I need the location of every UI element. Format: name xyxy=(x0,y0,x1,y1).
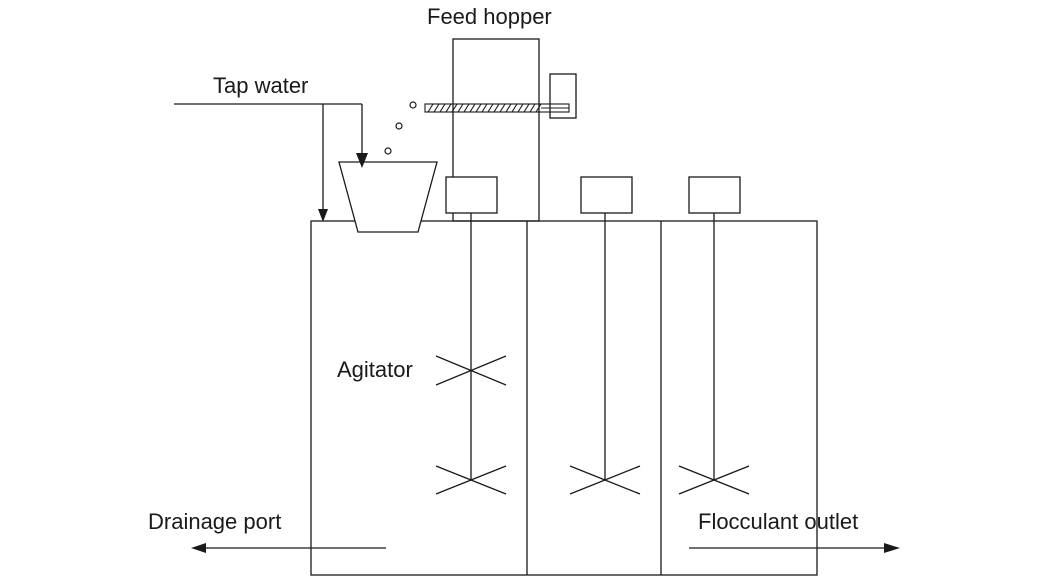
agitator-motors xyxy=(445,176,741,214)
agitator-motor-2 xyxy=(580,176,633,214)
drainage-port-arrow xyxy=(191,543,386,553)
agitator-blade-upper xyxy=(435,355,507,386)
dissolving-funnel xyxy=(338,161,438,233)
powder-bead xyxy=(384,147,392,155)
tap-water-pipe xyxy=(174,103,368,222)
flocculant-arrowhead xyxy=(884,543,900,553)
flocculant-outlet-label: Flocculant outlet xyxy=(698,509,858,534)
agitator-1 xyxy=(435,213,507,495)
mixing-tank xyxy=(310,220,818,576)
tank-outline xyxy=(310,220,818,576)
agitator-label: Agitator xyxy=(337,357,413,382)
agitator-blade-lower xyxy=(678,465,750,495)
agitator-blade-lower xyxy=(435,465,507,495)
powder-bead xyxy=(409,101,417,109)
tap-water-arrowhead xyxy=(318,209,328,222)
agitator-motor-1 xyxy=(445,176,498,214)
screw-feeder-motor xyxy=(549,73,577,119)
screw-thread xyxy=(427,103,542,113)
agitator-motor-3 xyxy=(688,176,741,214)
drainage-arrowhead xyxy=(191,543,206,553)
feed-hopper xyxy=(424,38,577,222)
feed-hopper-label: Feed hopper xyxy=(427,4,552,29)
agitator-3 xyxy=(678,213,750,495)
agitator-blade-lower xyxy=(569,465,641,495)
agitator-2 xyxy=(569,213,641,495)
feed-hopper-body xyxy=(452,38,540,222)
drainage-port-label: Drainage port xyxy=(148,509,281,534)
tap-water-label: Tap water xyxy=(213,73,308,98)
flocculant-outlet-arrow xyxy=(689,543,900,553)
tap-water-arrowhead xyxy=(356,153,368,168)
powder-bead xyxy=(395,122,403,130)
